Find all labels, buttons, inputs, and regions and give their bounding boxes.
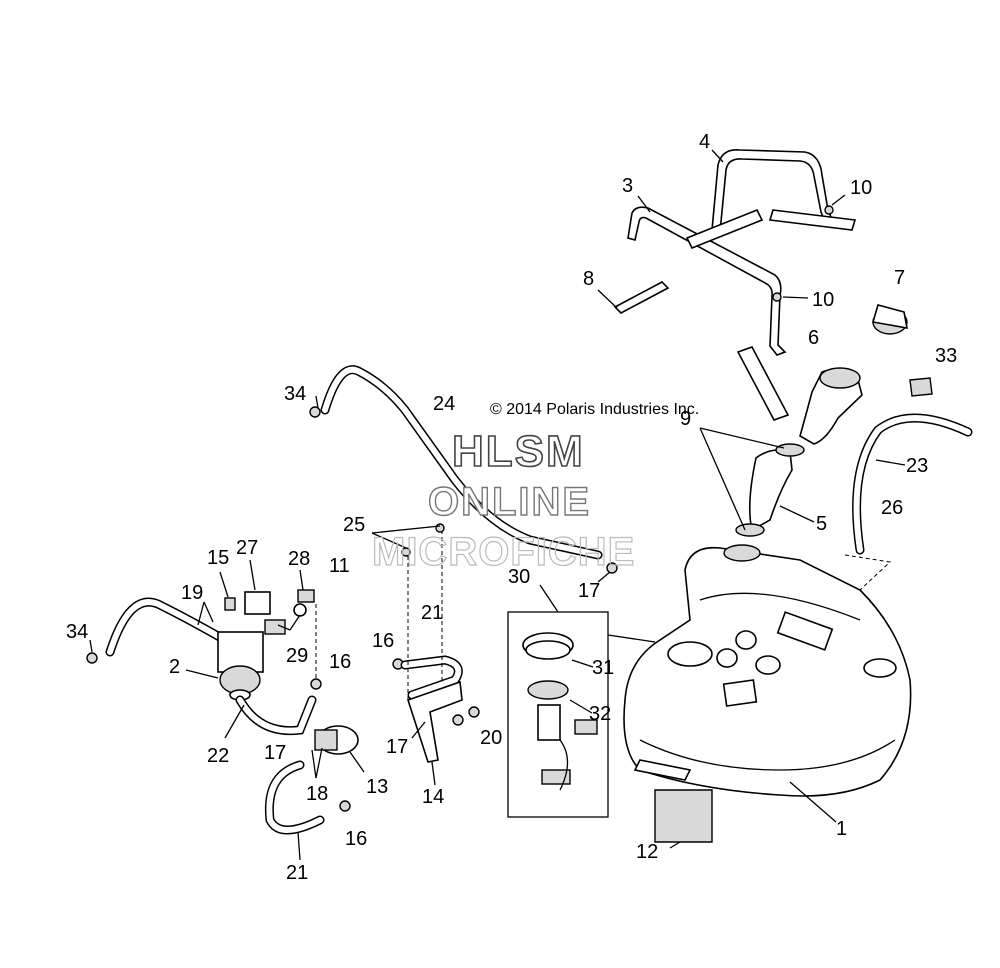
callout-16-c: 16 <box>345 828 367 850</box>
callout-9: 9 <box>680 408 691 430</box>
hose-21-lower <box>264 760 325 835</box>
hose-22 <box>235 678 322 736</box>
callout-11: 11 <box>329 555 350 577</box>
callout-13: 13 <box>366 776 388 798</box>
watermark-line-2: ONLINE <box>428 480 591 524</box>
tank-bracket-3 <box>627 206 787 356</box>
fuel-pump-13 <box>314 725 359 755</box>
bolt-10 <box>772 205 834 302</box>
callout-29: 29 <box>286 645 308 667</box>
callout-17-a: 17 <box>578 580 600 602</box>
callout-17-c: 17 <box>386 736 408 758</box>
fuel-filter-2 <box>217 631 264 701</box>
callout-18: 18 <box>306 783 328 805</box>
copyright-text: © 2014 Polaris Industries Inc. <box>490 401 699 418</box>
fuel-pump-assembly-30 <box>507 611 656 818</box>
callout-2: 2 <box>169 656 180 678</box>
callout-34-left: 34 <box>66 621 88 643</box>
callout-33: 33 <box>935 345 957 367</box>
fitting-28 <box>293 589 315 617</box>
nut-20 <box>452 706 480 726</box>
callout-1: 1 <box>836 818 847 840</box>
callout-8: 8 <box>583 268 594 290</box>
callout-27: 27 <box>236 537 258 559</box>
callout-24: 24 <box>433 393 455 415</box>
callout-14: 14 <box>422 786 444 808</box>
callout-20: 20 <box>480 727 502 749</box>
callout-3: 3 <box>622 175 633 197</box>
valve-27 <box>244 591 286 635</box>
callout-21-b: 21 <box>286 862 308 884</box>
callout-23: 23 <box>906 455 928 477</box>
fitting-15 <box>224 597 236 611</box>
callout-30: 30 <box>508 566 530 588</box>
callout-12: 12 <box>636 841 658 863</box>
fill-hose-5 <box>735 443 805 537</box>
callout-25: 25 <box>343 514 365 536</box>
callout-28: 28 <box>288 548 310 570</box>
callout-19: 19 <box>181 582 203 604</box>
callout-4: 4 <box>699 131 710 153</box>
callout-32: 32 <box>589 703 611 725</box>
watermark-line-3: MICROFICHE <box>372 530 635 574</box>
clamp-16 <box>339 658 404 812</box>
watermark-line-1: HLSM <box>452 427 585 476</box>
fuel-hose-34 <box>86 597 230 664</box>
fuel-line-24 <box>309 365 618 574</box>
filler-neck-6 <box>736 346 863 445</box>
callout-10-top: 10 <box>850 177 872 199</box>
callout-5: 5 <box>816 513 827 535</box>
hose-21-upper <box>400 655 463 700</box>
fuel-tank-1 <box>623 544 912 797</box>
callout-34-top: 34 <box>284 383 306 405</box>
callout-10-mid: 10 <box>812 289 834 311</box>
callout-21-a: 21 <box>421 602 443 624</box>
bracket-14 <box>406 680 463 763</box>
callout-26: 26 <box>881 497 903 519</box>
vent-block-33 <box>909 377 933 397</box>
label-decal-12 <box>654 789 713 843</box>
callout-16-b: 16 <box>329 651 351 673</box>
callout-17-b: 17 <box>264 742 286 764</box>
callout-16-a: 16 <box>372 630 394 652</box>
callout-7: 7 <box>894 267 905 289</box>
callout-6: 6 <box>808 327 819 349</box>
leader-lines <box>89 149 906 861</box>
tank-pad-8 <box>613 208 857 314</box>
callout-15: 15 <box>207 547 229 569</box>
callout-31: 31 <box>592 657 614 679</box>
callout-22: 22 <box>207 745 229 767</box>
fuel-cap-7 <box>871 304 908 335</box>
